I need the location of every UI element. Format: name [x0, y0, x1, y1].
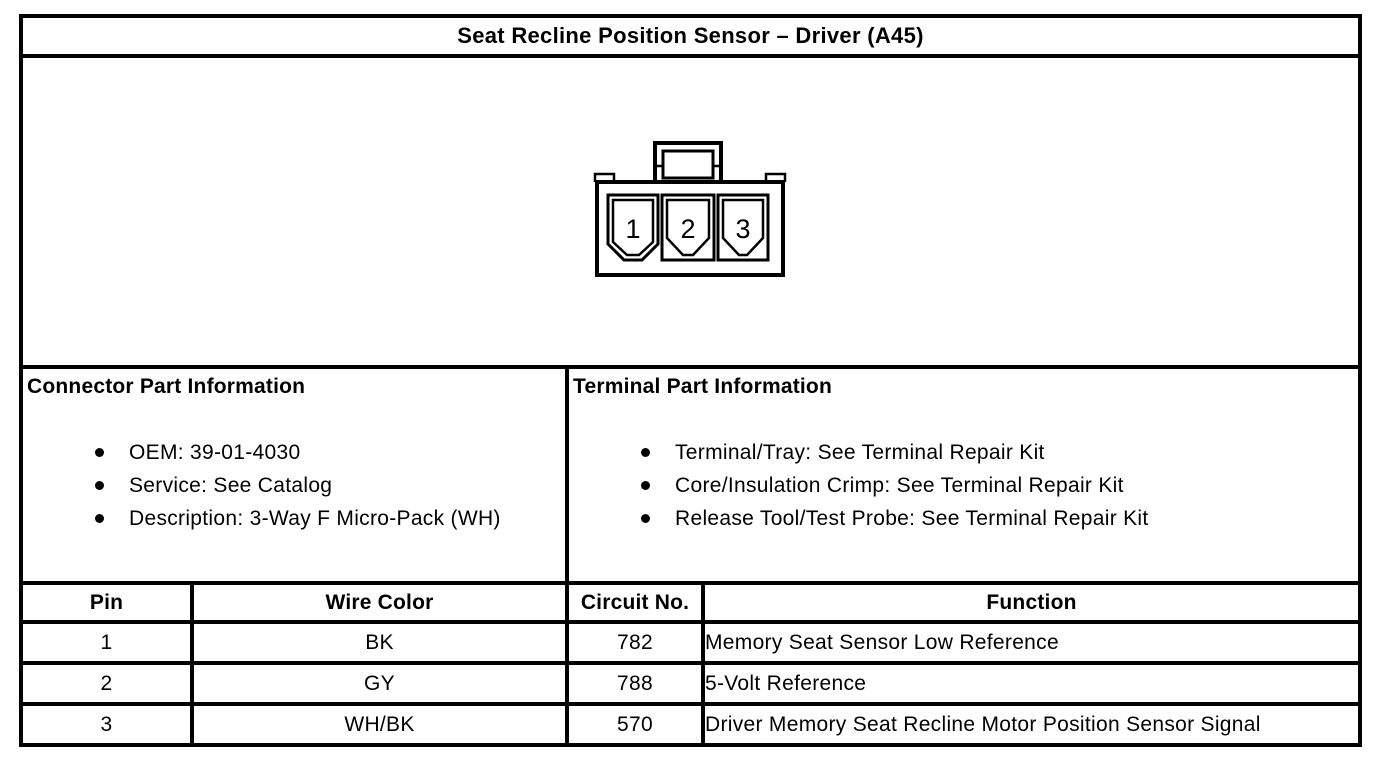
circuit-no-cell: 570	[565, 702, 705, 747]
table-row: 2 GY 788 5-Volt Reference	[19, 661, 1362, 706]
connector-right-notch	[764, 172, 786, 182]
pin-cell: 2	[19, 661, 194, 706]
pin-table-header-row: Pin Wire Color Circuit No. Function	[19, 581, 1362, 624]
diagram-row: 1 2 3	[19, 54, 1362, 369]
title-row: Seat Recline Position Sensor – Driver (A…	[19, 14, 1362, 58]
pin-cell: 3	[19, 702, 194, 747]
list-item: Terminal/Tray: See Terminal Repair Kit	[571, 436, 1356, 469]
table-row: 3 WH/BK 570 Driver Memory Seat Recline M…	[19, 702, 1362, 747]
terminal-part-info-heading: Terminal Part Information	[573, 375, 832, 398]
wire-color-cell: BK	[190, 620, 569, 665]
pin-cell: 1	[19, 620, 194, 665]
connector-diagram: 1 2 3	[593, 141, 786, 277]
list-item: Service: See Catalog	[25, 469, 563, 502]
list-item: Core/Insulation Crimp: See Terminal Repa…	[571, 469, 1356, 502]
pin-cavity-2: 2	[660, 193, 715, 262]
circuit-no-cell: 782	[565, 620, 705, 665]
terminal-part-info-list: Terminal/Tray: See Terminal Repair Kit C…	[571, 436, 1356, 535]
function-cell: 5-Volt Reference	[701, 661, 1362, 706]
circuit-no-cell: 788	[565, 661, 705, 706]
function-cell: Memory Seat Sensor Low Reference	[701, 620, 1362, 665]
function-cell: Driver Memory Seat Recline Motor Positio…	[701, 702, 1362, 747]
column-header-circuit-no: Circuit No.	[565, 581, 705, 624]
table-row: 1 BK 782 Memory Seat Sensor Low Referenc…	[19, 620, 1362, 665]
connector-part-info-list: OEM: 39-01-4030 Service: See Catalog Des…	[25, 436, 563, 535]
connector-spec-table: Seat Recline Position Sensor – Driver (A…	[19, 14, 1362, 747]
connector-body	[593, 172, 786, 277]
pin-cavity-1: 1	[606, 193, 659, 262]
column-header-wire-color: Wire Color	[190, 581, 569, 624]
page-title: Seat Recline Position Sensor – Driver (A…	[19, 14, 1362, 58]
connector-spec-sheet: Seat Recline Position Sensor – Driver (A…	[19, 14, 1362, 747]
wire-color-cell: GY	[190, 661, 569, 706]
connector-part-info-heading: Connector Part Information	[27, 375, 306, 398]
list-item: OEM: 39-01-4030	[25, 436, 563, 469]
part-info-row: Connector Part Information OEM: 39-01-40…	[19, 365, 1362, 585]
column-header-function: Function	[701, 581, 1362, 624]
pin-number-label: 2	[680, 214, 695, 244]
terminal-part-info-cell: Terminal Part Information Terminal/Tray:…	[565, 365, 1362, 585]
column-header-pin: Pin	[19, 581, 194, 624]
connector-left-notch	[593, 172, 615, 182]
connector-latch-tab	[652, 141, 723, 180]
list-item: Description: 3-Way F Micro-Pack (WH)	[25, 502, 563, 535]
pin-cavity-3: 3	[716, 193, 769, 262]
wire-color-cell: WH/BK	[190, 702, 569, 747]
pin-number-label: 1	[625, 214, 640, 244]
pin-number-label: 3	[735, 214, 750, 244]
connector-part-info-cell: Connector Part Information OEM: 39-01-40…	[19, 365, 569, 585]
list-item: Release Tool/Test Probe: See Terminal Re…	[571, 502, 1356, 535]
connector-diagram-cell: 1 2 3	[19, 54, 1362, 369]
